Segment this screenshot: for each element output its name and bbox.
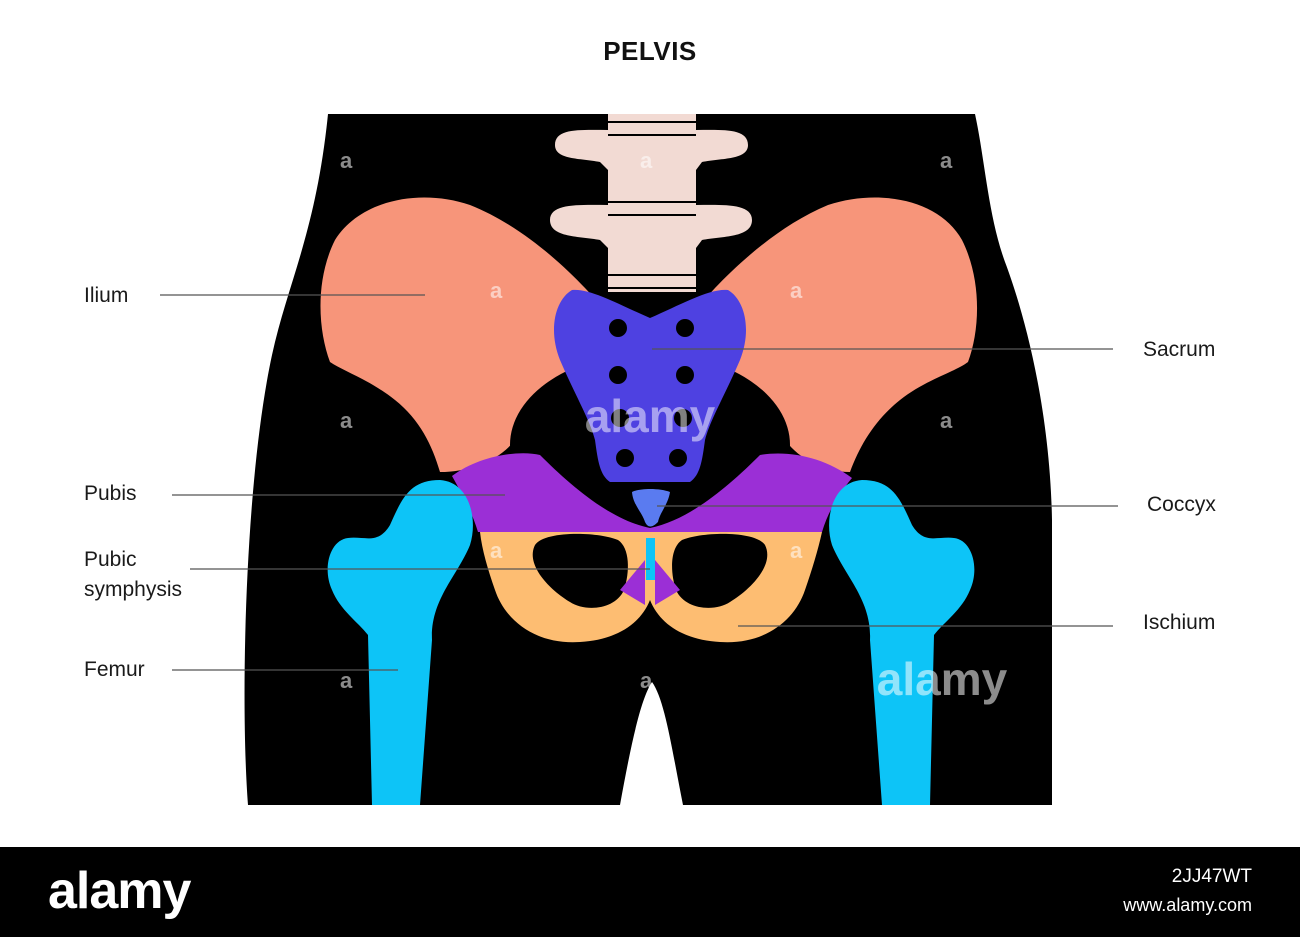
watermark-small: a xyxy=(640,148,653,173)
femur-left-bone xyxy=(327,480,473,805)
watermark-small: a xyxy=(940,148,953,173)
watermark-large-center: alamy xyxy=(585,390,716,442)
coccyx-bone xyxy=(632,489,670,527)
watermark-small: a xyxy=(790,538,803,563)
watermark-large-right: alamy xyxy=(877,653,1008,705)
watermark-small: a xyxy=(340,668,353,693)
label-pubis: Pubis xyxy=(84,482,137,505)
footer-image-info: 2JJ47WT www.alamy.com xyxy=(1123,863,1252,919)
footer-bar: alamy 2JJ47WT www.alamy.com xyxy=(0,847,1300,937)
label-pubic-symphysis-line1: Pubic xyxy=(84,548,137,571)
sacrum-bone xyxy=(553,289,747,482)
watermark-small: a xyxy=(790,278,803,303)
label-coccyx: Coccyx xyxy=(1147,493,1216,516)
footer-logo: alamy xyxy=(48,862,191,920)
watermark-small: a xyxy=(940,408,953,433)
lumbar-spine xyxy=(550,114,752,292)
label-sacrum: Sacrum xyxy=(1143,338,1216,361)
obturator-foramen-right xyxy=(672,533,768,608)
femur-right-bone xyxy=(829,480,975,805)
label-femur: Femur xyxy=(84,658,145,681)
footer-image-id: 2JJ47WT xyxy=(1171,866,1252,887)
watermark-small: a xyxy=(340,148,353,173)
diagram-title: PELVIS xyxy=(603,36,697,66)
watermark-small: a xyxy=(340,408,353,433)
pubis-bone xyxy=(452,453,852,532)
pubic-symphysis xyxy=(646,538,655,580)
label-ischium: Ischium xyxy=(1143,611,1216,634)
watermark-small: a xyxy=(490,538,503,563)
obturator-foramen-left xyxy=(532,533,628,608)
watermark-small: a xyxy=(490,278,503,303)
watermark-marks: a a a a a a a a a a a xyxy=(340,148,953,693)
label-pubic-symphysis-line2: symphysis xyxy=(84,578,183,601)
label-ilium: Ilium xyxy=(84,284,129,307)
watermark-small: a xyxy=(640,668,653,693)
sacral-foramina xyxy=(609,319,694,467)
footer-site: www.alamy.com xyxy=(1123,895,1252,915)
leader-lines xyxy=(160,294,1118,671)
